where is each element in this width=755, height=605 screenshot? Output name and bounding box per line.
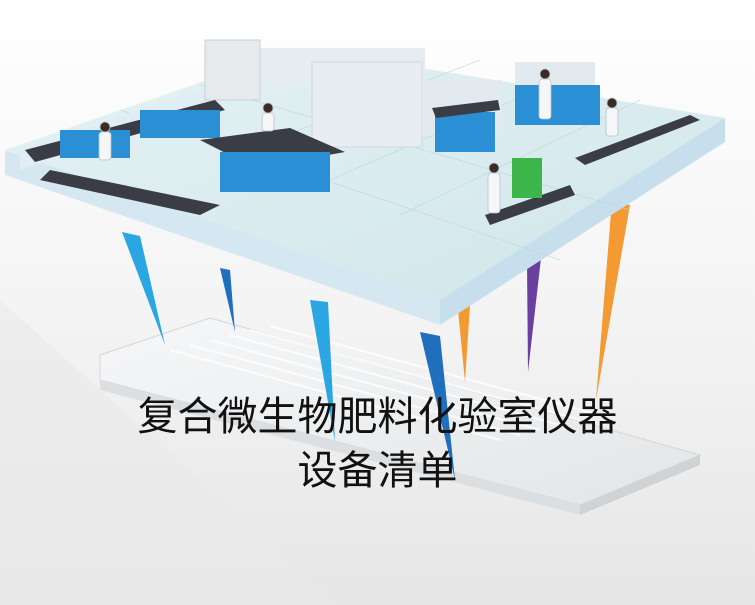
- lab-benches: [25, 85, 700, 225]
- page-title-line1: 复合微生物肥料化验室仪器: [137, 394, 618, 440]
- lab-workers: [98, 68, 619, 214]
- page-title-line2: 设备清单: [297, 448, 458, 494]
- spikes: [122, 200, 630, 480]
